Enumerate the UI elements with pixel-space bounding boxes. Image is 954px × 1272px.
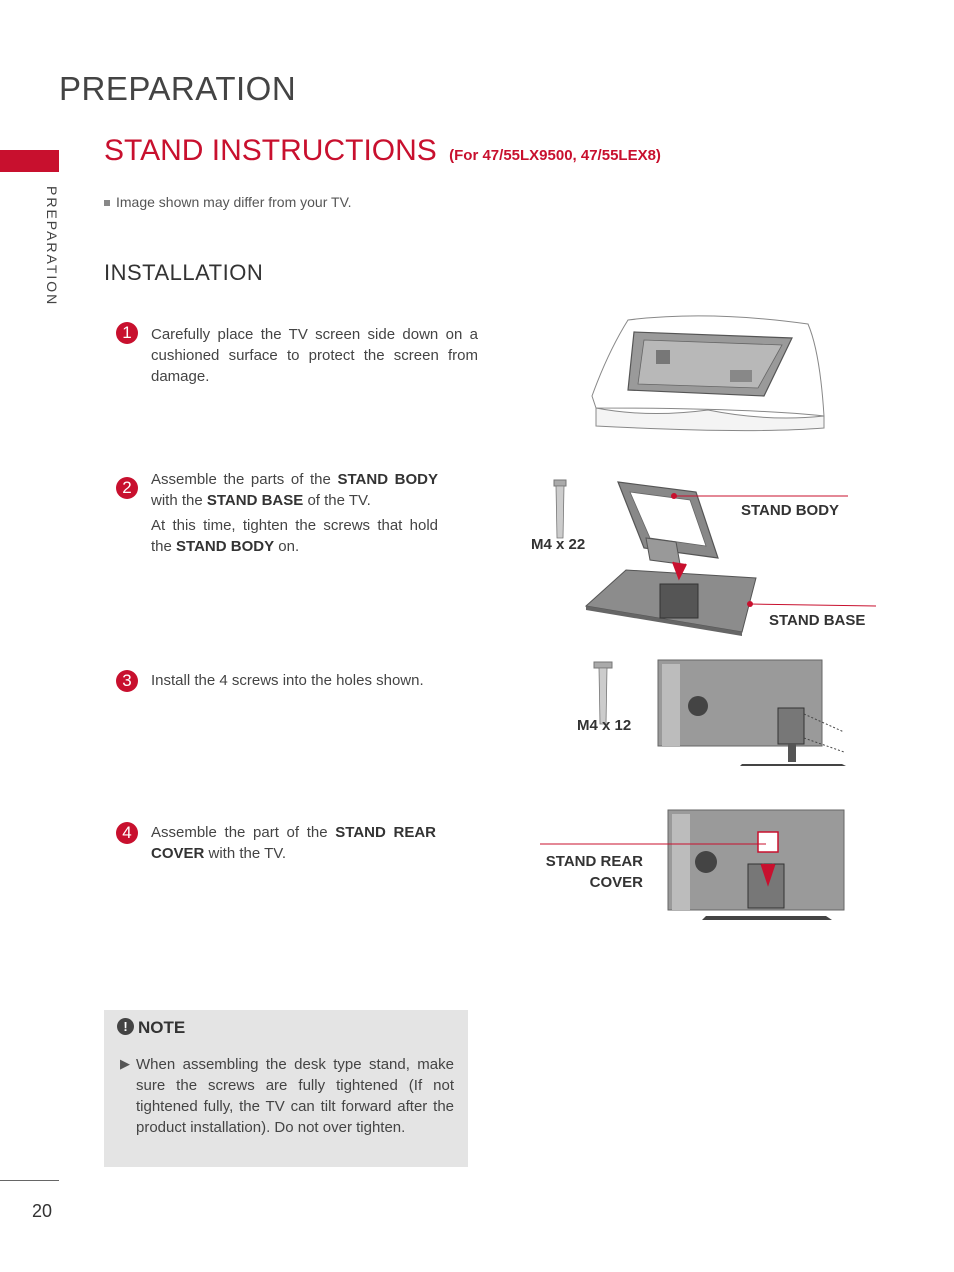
bullet-square-icon <box>104 200 110 207</box>
installation-title: INSTALLATION <box>104 260 264 285</box>
note-text: When assembling the desk type stand, mak… <box>136 1056 454 1136</box>
screw-m4x12-label: M4 x 12 <box>577 717 632 734</box>
screw-installation-illustration <box>593 659 846 766</box>
stand-rear-cover-label: STAND REAR COVER <box>545 853 643 891</box>
screw-m4x22-label: M4 x 22 <box>531 536 586 553</box>
page-header-title: PREPARATION <box>59 70 297 107</box>
exclamation-icon: ! <box>117 1018 134 1035</box>
step-1-number: 1 <box>116 322 138 344</box>
note-box <box>104 1010 468 1167</box>
stand-assembly-illustration <box>553 479 877 636</box>
step-3-number: 3 <box>116 670 138 692</box>
section-subtitle: (For 47/55LX9500, 47/55LEX8) <box>449 147 661 164</box>
sidebar-accent-bar <box>0 150 59 172</box>
stand-body-label: STAND BODY <box>741 502 840 519</box>
step-3-text: Install the 4 screws into the holes show… <box>151 672 424 689</box>
step-2-text: Assemble the parts of the STAND BODY wit… <box>151 469 438 557</box>
step-4-text: Assemble the part of the STAND REAR COVE… <box>151 824 436 862</box>
section-title: STAND INSTRUCTIONS (For 47/55LX9500, 47/… <box>104 134 661 168</box>
tv-on-cushion-illustration <box>591 315 825 432</box>
image-disclaimer: Image shown may differ from your TV. <box>104 194 352 210</box>
rear-cover-illustration <box>540 809 845 920</box>
sidebar-label: PREPARATION <box>44 186 60 307</box>
step-4-number: 4 <box>116 822 138 844</box>
step-1-text: Carefully place the TV screen side down … <box>151 326 478 385</box>
disclaimer-text: Image shown may differ from your TV. <box>116 194 352 210</box>
section-title-text: STAND INSTRUCTIONS <box>104 134 437 167</box>
note-heading: !NOTE <box>117 1018 185 1038</box>
step-2-para-2: At this time, tighten the screws that ho… <box>151 517 438 555</box>
arrow-bullet-icon: ▶ <box>120 1056 130 1071</box>
step-2-para-1: Assemble the parts of the STAND BODY wit… <box>151 471 438 509</box>
stand-base-label: STAND BASE <box>769 612 866 629</box>
page-number: 20 <box>32 1201 53 1221</box>
footer-rule <box>0 1180 59 1181</box>
step-2-number: 2 <box>116 477 138 499</box>
